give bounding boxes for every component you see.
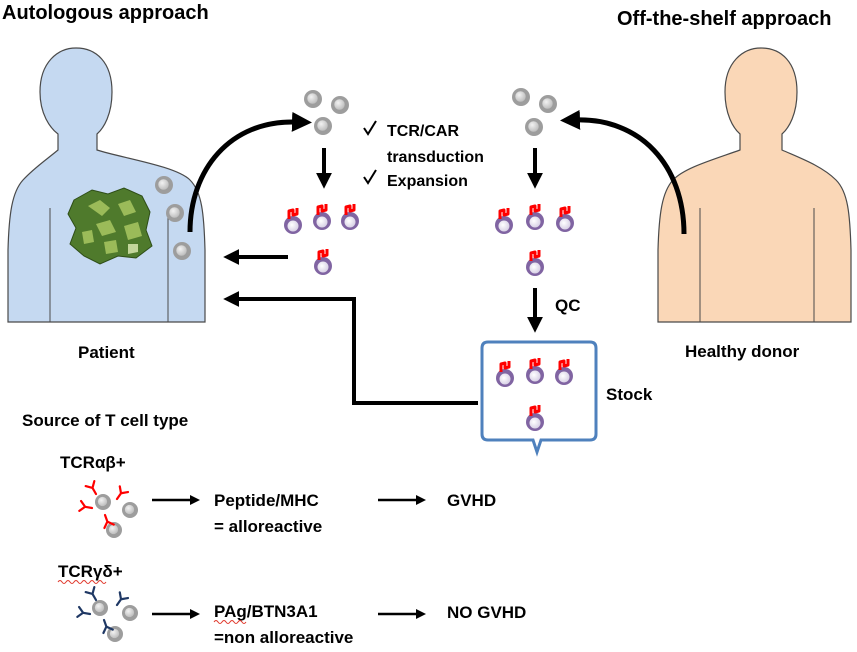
t-cell-gray [92, 600, 108, 616]
row1-recognition-2: = alloreactive [214, 517, 322, 536]
car-t-cell [496, 361, 514, 387]
car-t-cell [526, 405, 544, 431]
right-title: Off-the-shelf approach [617, 8, 831, 30]
tcr-receptor [78, 499, 94, 512]
qc-label: QC [555, 296, 581, 315]
donor-silhouette [657, 47, 852, 323]
cells-layer [76, 88, 574, 642]
step-transduction-2: transduction [387, 149, 484, 166]
row2-recognition-pag: PAg [214, 602, 247, 621]
t-cell-gray [95, 494, 111, 510]
tumor-mass [67, 187, 153, 265]
car-t-cell [526, 250, 544, 276]
arrow-patient-to-lab [187, 111, 312, 233]
car-t-cell [526, 358, 544, 384]
donor-label: Healthy donor [685, 342, 800, 361]
stock-label: Stock [606, 385, 653, 404]
t-cell-gray [122, 605, 138, 621]
tcr-receptor [103, 513, 115, 530]
tcr-receptor [84, 480, 98, 496]
t-cell-gray [331, 96, 349, 114]
t-cell-gray [539, 95, 557, 113]
car-t-cell [556, 206, 574, 232]
t-cell-gray [106, 522, 122, 538]
t-cell-gray [525, 118, 543, 136]
row2-type-greek: γδ [93, 562, 113, 581]
patient-label: Patient [78, 343, 135, 362]
t-cell-gray [122, 502, 138, 518]
patient-silhouette [7, 47, 206, 323]
tcr-receptor [102, 618, 114, 635]
tcr-receptor [76, 605, 92, 618]
t-cell-gray [173, 242, 191, 260]
car-t-cell [555, 359, 573, 385]
row1-type: TCRαβ+ [60, 453, 126, 472]
row2-type: TCRγδ+ [58, 562, 123, 581]
row2-recognition-1: PAg/BTN3A1 [214, 602, 318, 621]
tcr-receptor [115, 591, 130, 607]
t-cell-gray [314, 117, 332, 135]
check-icon [363, 120, 377, 185]
t-cell-gray [107, 626, 123, 642]
spellcheck-underline [57, 580, 247, 624]
arrow-stock-to-patient [223, 291, 478, 405]
car-t-cell [284, 208, 302, 234]
left-title: Autologous approach [2, 2, 209, 24]
t-cell-gray [512, 88, 530, 106]
row2-recognition-2: =non alloreactive [214, 628, 353, 647]
tcr-receptor [84, 586, 98, 602]
car-t-cell [313, 204, 331, 230]
car-t-cell [495, 208, 513, 234]
t-cell-gray [166, 204, 184, 222]
t-cell-gray [155, 176, 173, 194]
arrows [152, 109, 687, 619]
car-t-cell [314, 249, 332, 275]
source-heading: Source of T cell type [22, 411, 188, 430]
row2-outcome: NO GVHD [447, 603, 526, 622]
t-cell-gray [304, 90, 322, 108]
car-t-cell [526, 204, 544, 230]
step-transduction-1: TCR/CAR [387, 123, 459, 140]
car-t-cell [341, 204, 359, 230]
tcr-receptor [115, 485, 130, 501]
step-expansion: Expansion [387, 173, 468, 190]
labels: Autologous approach Off-the-shelf approa… [2, 2, 831, 647]
row1-recognition-1: Peptide/MHC [214, 491, 319, 510]
row1-outcome: GVHD [447, 491, 496, 510]
arrow-donor-to-lab [560, 109, 687, 235]
